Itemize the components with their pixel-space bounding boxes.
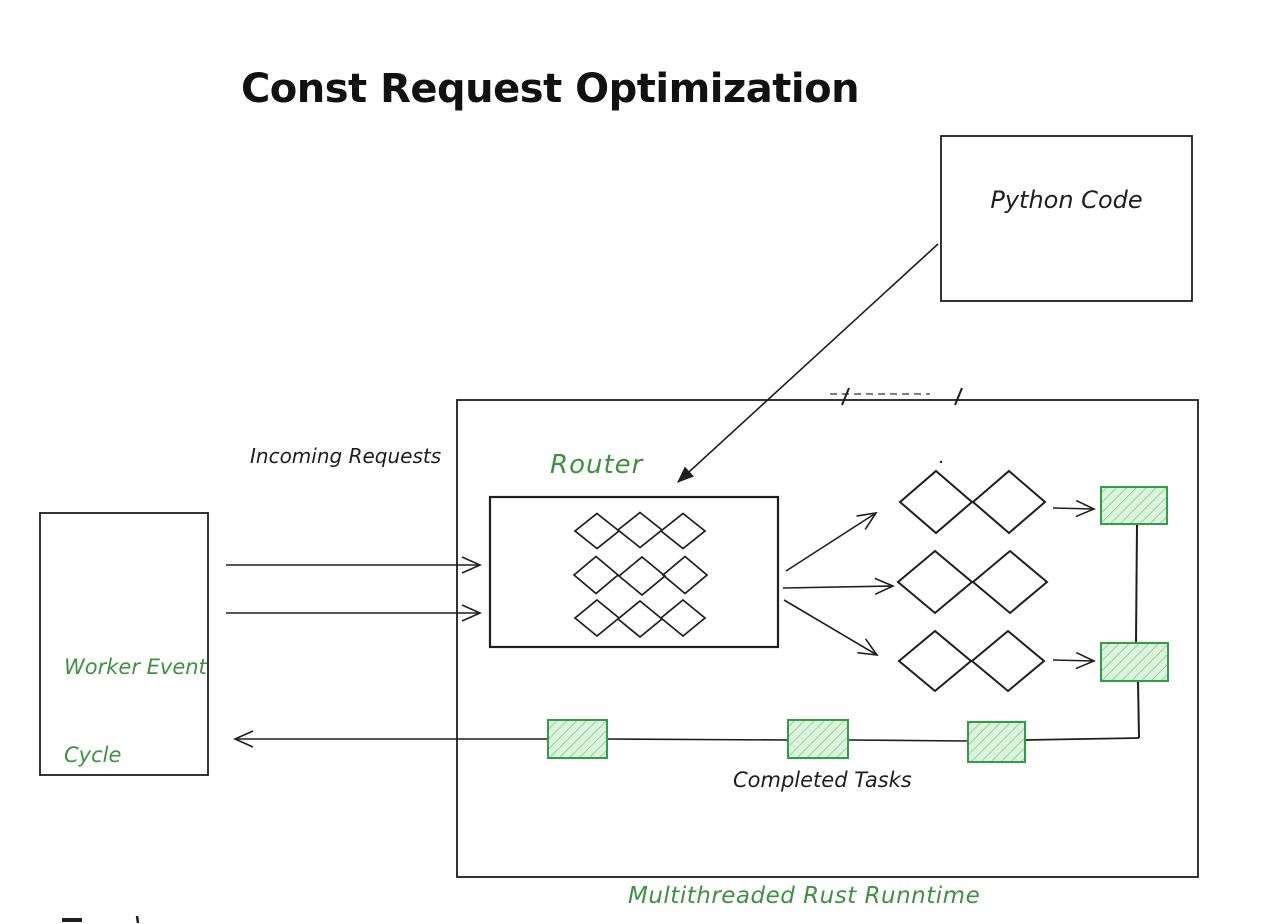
router-fanout-arrow-middle [782, 577, 895, 596]
router-diamond [617, 555, 667, 597]
worker-to-result-arrow-top [1052, 499, 1096, 518]
worker-diamond [896, 549, 974, 615]
return-line-segment-2 [848, 739, 968, 742]
python-code-box [940, 135, 1193, 302]
router-diamond [661, 555, 709, 595]
result-box-top [1100, 486, 1168, 525]
router-diamond [573, 598, 621, 638]
result-box-bottom [1100, 642, 1169, 682]
worker-diamond [971, 549, 1049, 615]
worker-event-cycle-label: Worker Event Cycle [64, 594, 207, 829]
router-diamond [616, 599, 664, 639]
router-fanout-arrow-top [785, 511, 878, 572]
router-box [488, 495, 780, 649]
router-diamond [659, 598, 707, 638]
python-code-label: Python Code [990, 186, 1143, 214]
router-diamond [572, 555, 620, 595]
runtime-box [456, 399, 1199, 878]
page-title: Const Request Optimization [240, 66, 860, 112]
completed-tasks-label: Completed Tasks [733, 768, 912, 792]
router-task-diamonds [572, 511, 709, 639]
worker-label-line1: Worker Event [64, 654, 207, 679]
worker-task-diamonds [896, 460, 1049, 693]
completed-task-box-3 [967, 721, 1026, 763]
return-line-segment-1 [1025, 737, 1140, 741]
worker-event-cycle-box [39, 512, 209, 776]
worker-diamond [971, 469, 1047, 535]
python-to-router-arrow [677, 243, 939, 483]
worker-diamond [970, 629, 1046, 693]
router-diamond [573, 512, 621, 550]
router-diamond [659, 512, 707, 550]
clipped-tick-right [954, 387, 963, 406]
result-connector-line-1 [1135, 523, 1138, 644]
clipped-tick-left [841, 387, 850, 406]
worker-label-line2: Cycle [64, 742, 122, 767]
worker-diamond [897, 629, 973, 693]
worker-diamond [898, 469, 974, 535]
router-diamond [616, 511, 664, 549]
router-label: Router [550, 450, 644, 480]
return-line-segment-3 [607, 738, 788, 741]
incoming-requests-label: Incoming Requests [250, 444, 442, 468]
worker-to-result-arrow-bottom [1052, 651, 1096, 670]
result-connector-line-2 [1137, 680, 1140, 739]
completed-task-box-1 [547, 719, 608, 759]
runtime-label: Multithreaded Rust Runntime [628, 883, 981, 909]
clipped-bottom-mark-2 [135, 915, 140, 924]
completed-task-box-2 [787, 719, 849, 759]
router-fanout-arrow-bottom [783, 599, 879, 657]
stray-dot [939, 460, 943, 464]
